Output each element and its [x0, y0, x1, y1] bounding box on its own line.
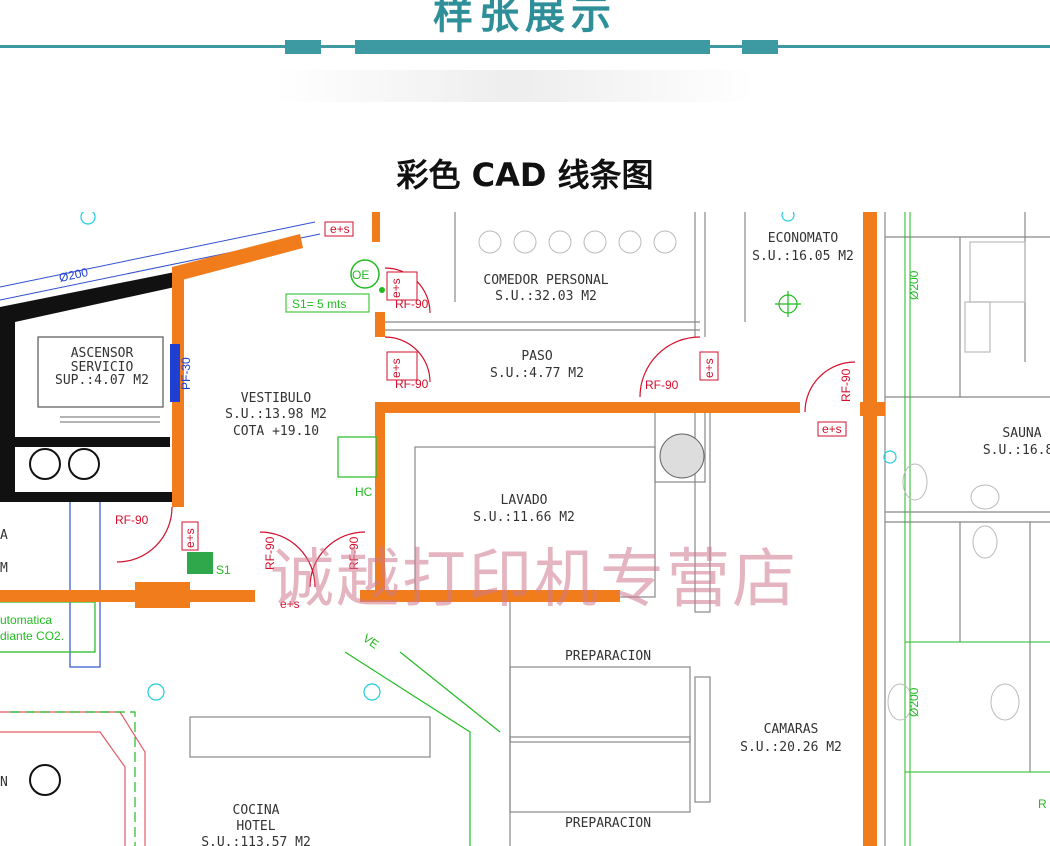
room-camaras-name: CAMARAS: [764, 722, 819, 737]
es-label-1: e+s: [330, 222, 350, 236]
room-sauna-name: SAUNA: [1002, 426, 1041, 441]
banner-title: 样张展示: [433, 0, 617, 38]
room-ascensor-area: SUP.:4.07 M2: [55, 373, 149, 388]
room-ascensor-line2: SERVICIO: [71, 360, 134, 375]
banner-block-left: [285, 40, 321, 54]
pipe-diameter-label-right-top: Ø200: [907, 270, 921, 300]
partial-label-r: R: [1038, 797, 1047, 811]
room-lavado-name: LAVADO: [501, 493, 548, 508]
room-cocina-area: S.U.:113.57 M2: [201, 835, 311, 846]
rf90-label-6: RF-90: [263, 536, 277, 570]
rf90-label-3: RF-90: [645, 378, 679, 392]
oe-label: OE: [352, 268, 369, 282]
banner-block-right: [742, 40, 778, 54]
banner-rule-mid-left: [321, 45, 355, 48]
room-economato-name: ECONOMATO: [768, 231, 839, 246]
room-camaras-area: S.U.:20.26 M2: [740, 740, 842, 755]
room-sauna-area: S.U.:16.87: [983, 443, 1050, 458]
rf90-label-5: RF-90: [115, 513, 149, 527]
banner-faded-text: [275, 70, 755, 102]
partial-label-n: N: [0, 775, 8, 790]
co2-label: diante CO2.: [0, 629, 64, 643]
room-comedor-area: S.U.:32.03 M2: [495, 289, 597, 304]
room-cocina-hotel: HOTEL: [236, 819, 275, 834]
room-paso-name: PASO: [521, 349, 552, 364]
rf90-label-2: RF-90: [395, 377, 429, 391]
floor-plan: ASCENSOR SERVICIO SUP.:4.07 M2 VESTIBULO…: [0, 212, 1050, 846]
es-label-6: e+s: [183, 528, 197, 548]
floor-plan-drawing: ASCENSOR SERVICIO SUP.:4.07 M2 VESTIBULO…: [0, 212, 1050, 846]
hc-label: HC: [355, 485, 373, 499]
rf90-label-4: RF-90: [839, 368, 853, 402]
s1-label: S1: [216, 563, 231, 577]
plan-fixtures: [29, 212, 1020, 796]
es-label-7: e+s: [280, 597, 300, 611]
page-subtitle: 彩色 CAD 线条图: [396, 156, 654, 194]
room-comedor-name: COMEDOR PERSONAL: [483, 273, 608, 288]
room-ascensor-line1: ASCENSOR: [71, 346, 134, 361]
pipe-diameter-label-right-bottom: Ø200: [907, 687, 921, 717]
ve-label: VE: [360, 631, 381, 652]
plan-orange-walls: [0, 212, 885, 846]
rf90-label-7: RF-90: [347, 536, 361, 570]
rf90-label-1: RF-90: [395, 297, 429, 311]
banner-block-center: [355, 40, 710, 54]
room-lavado-area: S.U.:11.66 M2: [473, 510, 575, 525]
room-economato-area: S.U.:16.05 M2: [752, 249, 854, 264]
banner: 样张展示: [0, 0, 1050, 120]
room-vestibulo-cota: COTA +19.10: [233, 424, 319, 439]
s1-note: S1= 5 mts: [292, 297, 346, 311]
es-label-2: e+s: [389, 278, 403, 298]
pipe-diameter-label: Ø200: [58, 265, 90, 285]
plan-black-walls: [0, 272, 175, 502]
automatica-label: utomatica: [0, 613, 52, 627]
room-vestibulo-area: S.U.:13.98 M2: [225, 407, 327, 422]
banner-rule-left: [0, 45, 285, 48]
watermark: 诚越打印机专营店: [270, 543, 798, 617]
room-vestibulo-name: VESTIBULO: [241, 391, 312, 406]
room-preparacion-bottom: PREPARACION: [565, 816, 651, 831]
room-cocina-name: COCINA: [233, 803, 280, 818]
banner-rule-right: [778, 45, 1050, 48]
partial-label-m: M: [0, 561, 8, 576]
room-paso-area: S.U.:4.77 M2: [490, 366, 584, 381]
banner-rule-mid-right: [710, 45, 742, 48]
es-label-5: e+s: [822, 422, 842, 436]
es-label-3: e+s: [389, 358, 403, 378]
plan-door-labels: [181, 221, 847, 551]
partial-label-a: A: [0, 528, 8, 543]
pf30-label: PF-30: [179, 357, 193, 390]
room-preparacion-top: PREPARACION: [565, 649, 651, 664]
es-label-4: e+s: [702, 358, 716, 378]
